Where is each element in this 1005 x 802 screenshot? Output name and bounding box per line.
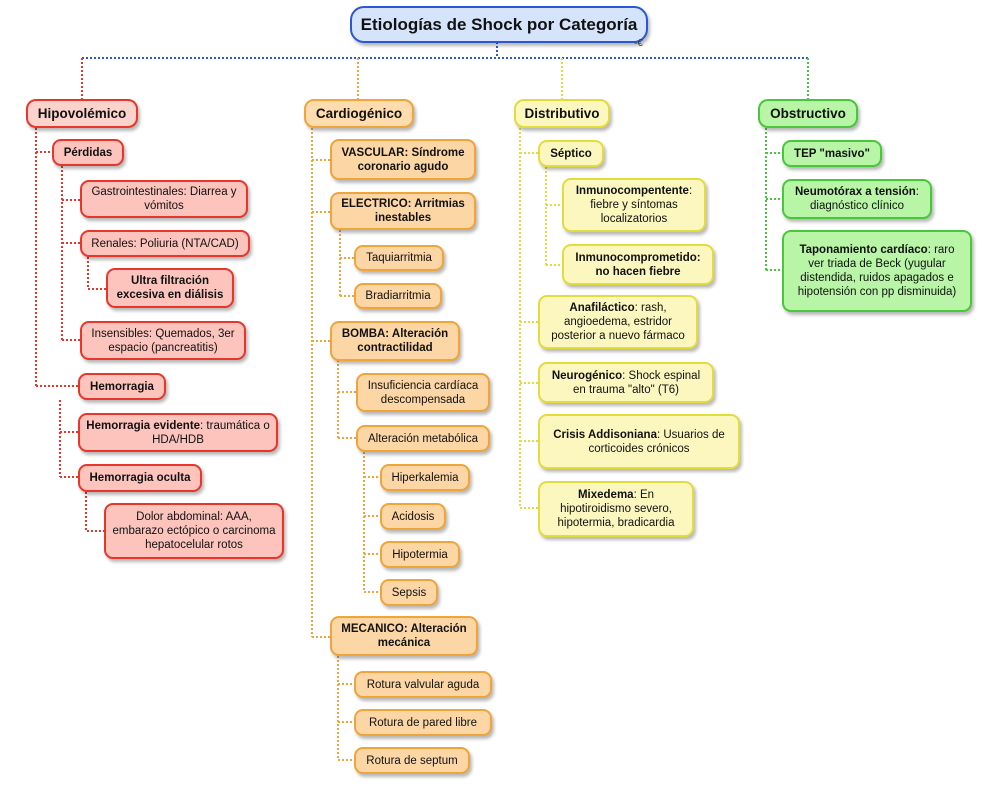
category-cardiogenico: Cardiogénico	[304, 99, 414, 128]
node-rotura-septum: Rotura de septum	[354, 747, 470, 774]
node-neumotorax: Neumotórax a tensión: diagnóstico clínic…	[782, 179, 932, 219]
node-hemorragia-evidente: Hemorragia evidente: traumática o HDA/HD…	[78, 413, 278, 452]
node-hemorragia-oculta: Hemorragia oculta	[78, 464, 202, 492]
node-perdidas: Pérdidas	[52, 139, 124, 166]
node-septico: Séptico	[538, 140, 604, 167]
category-hipovolemico: Hipovolémico	[26, 99, 138, 128]
node-insensibles: Insensibles: Quemados, 3er espacio (panc…	[80, 321, 246, 360]
node-ultra-filtracion: Ultra filtración excesiva en diálisis	[106, 268, 234, 308]
node-sepsis: Sepsis	[380, 579, 438, 606]
node-mecanico: MECANICO: Alteración mecánica	[330, 616, 478, 656]
root-title-node: Etiologías de Shock por Categoría	[350, 6, 648, 43]
node-acidosis: Acidosis	[380, 503, 446, 530]
node-renales: Renales: Poliuria (NTA/CAD)	[80, 230, 250, 257]
node-crisis-addisoniana: Crisis Addisoniana: Usuarios de corticoi…	[538, 414, 740, 469]
node-insuficiencia-cardiaca: Insuficiencia cardíaca descompensada	[356, 373, 490, 412]
node-bradiarritmia: Bradiarritmia	[354, 283, 442, 309]
node-alteracion-metabolica: Alteración metabólica	[356, 425, 490, 452]
node-neurogenico: Neurogénico: Shock espinal en trauma "al…	[538, 362, 714, 403]
node-taponamiento: Taponamiento cardíaco: raro ver triada d…	[782, 230, 972, 312]
node-taquiarritmia: Taquiarritmia	[354, 245, 444, 271]
category-obstructivo: Obstructivo	[758, 99, 858, 128]
node-tep-masivo: TEP "masivo"	[782, 140, 882, 167]
node-mixedema: Mixedema: En hipotiroidismo severo, hipo…	[538, 481, 694, 537]
node-rotura-pared-libre: Rotura de pared libre	[354, 709, 492, 736]
node-inmunocomprometido: Inmunocomprometido: no hacen fiebre	[562, 244, 714, 285]
diagram-title: Etiologías de Shock por Categoría	[360, 14, 638, 34]
title-marker: -€	[634, 38, 643, 49]
node-hemorragia: Hemorragia	[78, 373, 166, 400]
node-gastrointestinales: Gastrointestinales: Diarrea y vómitos	[80, 180, 248, 218]
node-vascular: VASCULAR: Síndrome coronario agudo	[330, 139, 476, 180]
node-bomba: BOMBA: Alteración contractilidad	[330, 321, 460, 361]
node-hipotermia: Hipotermia	[380, 541, 460, 568]
node-hiperkalemia: Hiperkalemia	[380, 464, 470, 491]
node-dolor-abdominal: Dolor abdominal: AAA, embarazo ectópico …	[104, 503, 284, 559]
category-distributivo: Distributivo	[514, 99, 610, 128]
node-rotura-valvular: Rotura valvular aguda	[354, 671, 492, 698]
node-anafilactico: Anafiláctico: rash, angioedema, estridor…	[538, 295, 698, 349]
node-inmunocompetente: Inmunocompentente: fiebre y síntomas loc…	[562, 178, 706, 232]
node-electrico: ELECTRICO: Arritmias inestables	[330, 192, 476, 230]
